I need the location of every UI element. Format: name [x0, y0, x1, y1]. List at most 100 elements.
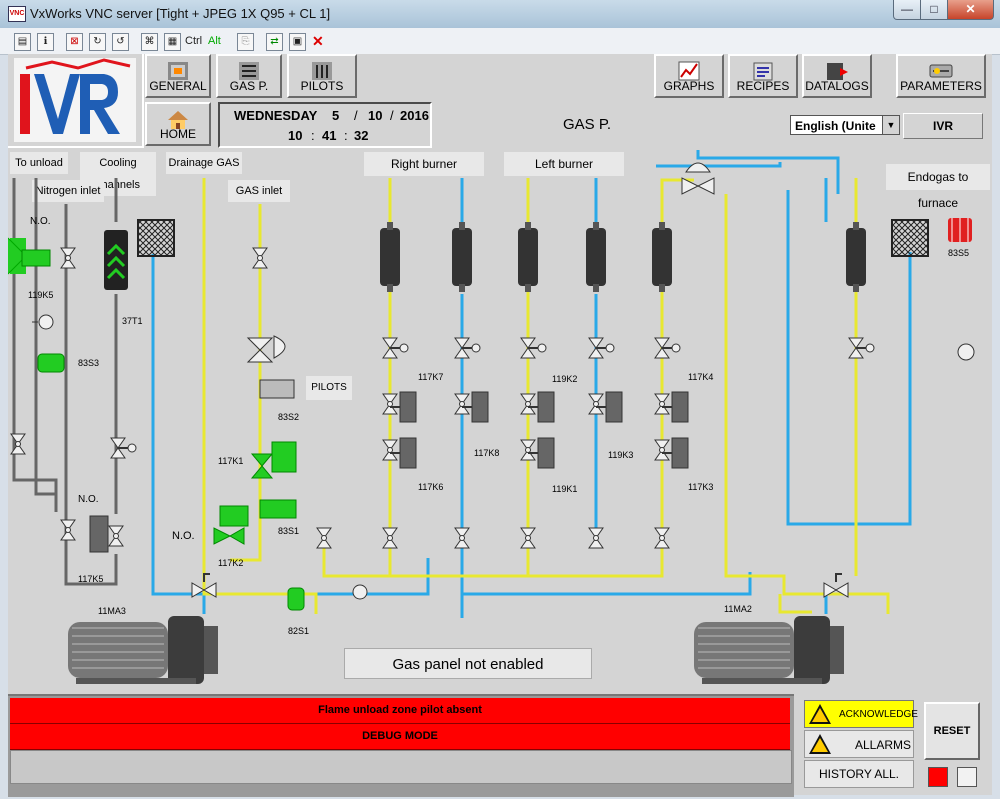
tag-no: N.O. — [172, 530, 195, 542]
alarms-label: ALLARMS — [855, 738, 912, 752]
label-to-unload: To unload — [10, 152, 68, 174]
recipes-icon — [753, 62, 773, 81]
datalogs-button[interactable]: DATALOGS — [802, 54, 872, 98]
tag-119k5: 119K5 — [28, 290, 54, 300]
close-button[interactable]: ✕ — [947, 0, 994, 20]
tag-117k8: 117K8 — [474, 448, 500, 458]
alt-key-button[interactable]: Alt — [208, 35, 221, 47]
language-value: English (Unite — [795, 119, 876, 133]
language-select[interactable]: English (Unite ▼ — [790, 115, 900, 135]
connection-info-icon[interactable]: ℹ — [37, 33, 54, 51]
gas-panel-label: GAS P. — [229, 79, 269, 93]
general-button[interactable]: GENERAL — [145, 54, 211, 98]
tag-83s1: 83S1 — [278, 526, 300, 536]
maximize-button[interactable]: □ — [920, 0, 948, 20]
tag-119k2: 119K2 — [552, 374, 578, 384]
acknowledge-label: ACKNOWLEDGE — [839, 709, 918, 720]
time-hours: 10 — [288, 128, 303, 143]
ctrl-key-button[interactable]: Ctrl — [185, 35, 203, 47]
tag-83s5: 83S5 — [948, 248, 970, 258]
home-icon — [168, 111, 188, 129]
status-message: Gas panel not enabled — [344, 648, 592, 679]
ivr-logo-graphic — [14, 58, 136, 142]
title-bar: VNC VxWorks VNC server [Tight + JPEG 1X … — [0, 0, 1000, 28]
weekday: WEDNESDAY — [234, 108, 318, 123]
label-endogas: Endogas to furnace — [886, 164, 990, 210]
label-right-burner: Right burner — [364, 152, 484, 176]
fullscreen-icon[interactable]: ⊠ — [66, 33, 83, 51]
date-year: 2016 — [400, 108, 429, 123]
date-month: 10 — [368, 108, 383, 123]
time-sep: : — [344, 128, 348, 143]
time-sep: : — [311, 128, 315, 143]
tag-37t1: 37T1 — [122, 316, 143, 326]
transfer-files-icon[interactable]: ⇄ — [266, 33, 283, 51]
parameters-button[interactable]: PARAMETERS — [896, 54, 986, 98]
general-icon — [168, 62, 188, 80]
tag-117k1: 117K1 — [218, 456, 244, 466]
gas-piping-diagram — [8, 150, 975, 685]
datalogs-label: DATALOGS — [805, 79, 869, 93]
label-pilots: PILOTS — [306, 376, 352, 400]
vnc-toolbar: ▤ ℹ ⊠ ↻ ↺ ⌘ ▦ Ctrl Alt ⎘ ⇄ ▣ ✕ — [0, 28, 1000, 55]
graphs-icon — [678, 61, 700, 81]
tag-117k7: 117K7 — [418, 372, 444, 382]
save-icon[interactable]: ▣ — [289, 33, 306, 51]
options-icon[interactable]: ▤ — [14, 33, 31, 51]
alarms-button[interactable]: ALLARMS — [804, 730, 914, 758]
tag-117k5: 117K5 — [78, 574, 104, 584]
graphs-button[interactable]: GRAPHS — [654, 54, 724, 98]
refresh-icon[interactable]: ↻ — [89, 33, 106, 51]
label-drainage-gas: Drainage GAS — [166, 152, 242, 174]
label-gas-inlet: GAS inlet — [228, 180, 290, 202]
alarm-led-inactive — [957, 767, 977, 787]
pilots-label: PILOTS — [300, 79, 344, 93]
window-title: VxWorks VNC server [Tight + JPEG 1X Q95 … — [30, 6, 331, 21]
tag-117k4: 117K4 — [688, 372, 714, 382]
send-ctrl-alt-del-icon[interactable]: ⌘ — [141, 33, 158, 51]
gas-panel-icon — [239, 62, 259, 80]
warning-icon — [809, 704, 831, 724]
chevron-down-icon[interactable]: ▼ — [882, 116, 899, 134]
reset-button[interactable]: RESET — [924, 702, 980, 760]
vnc-app-icon: VNC — [8, 6, 26, 22]
alarm-row-empty — [10, 750, 792, 784]
tag-11ma2: 11MA2 — [724, 604, 752, 614]
acknowledge-button[interactable]: ACKNOWLEDGE — [804, 700, 918, 728]
gas-panel-button[interactable]: GAS P. — [216, 54, 282, 98]
minimize-button[interactable]: — — [893, 0, 921, 20]
alarm-led-active — [928, 767, 948, 787]
tag-117k2: 117K2 — [218, 558, 244, 568]
label-nitrogen-inlet: Nitrogen inlet — [32, 180, 104, 202]
home-button[interactable]: HOME — [145, 102, 211, 146]
tag-11ma3: 11MA3 — [98, 606, 126, 616]
recipes-label: RECIPES — [736, 79, 790, 93]
copy-icon[interactable]: ⎘ — [237, 33, 254, 51]
time-minutes: 41 — [322, 128, 337, 143]
disconnect-icon[interactable]: ✕ — [312, 33, 324, 49]
date-sep: / — [354, 108, 358, 123]
pilots-button[interactable]: PILOTS — [287, 54, 357, 98]
request-update-icon[interactable]: ↺ — [112, 33, 129, 51]
general-label: GENERAL — [149, 79, 207, 93]
alarm-row[interactable]: DEBUG MODE — [10, 724, 790, 750]
tag-83s3: 83S3 — [78, 358, 100, 368]
date-time-display: WEDNESDAY 5 / 10 / 2016 10 : 41 : 32 — [218, 102, 432, 148]
history-all-button[interactable]: HISTORY ALL. — [804, 760, 914, 788]
tag-no: N.O. — [30, 216, 51, 227]
tag-no: N.O. — [78, 494, 99, 505]
date-day: 5 — [332, 108, 340, 123]
tag-117k6: 117K6 — [418, 482, 444, 492]
alarm-controls: ACKNOWLEDGE ALLARMS HISTORY ALL. RESET — [794, 694, 992, 795]
user-indicator: IVR — [903, 113, 983, 139]
tag-119k1: 119K1 — [552, 484, 578, 494]
alarm-panel: Flame unload zone pilot absent DEBUG MOD… — [8, 694, 794, 797]
gas-panel-screen: GENERAL GAS P. PILOTS HOME WEDNESDAY 5 /… — [8, 54, 992, 797]
start-menu-icon[interactable]: ▦ — [164, 33, 181, 51]
home-label: HOME — [160, 127, 196, 141]
alarm-row[interactable]: Flame unload zone pilot absent — [10, 698, 790, 724]
tag-82s1: 82S1 — [288, 626, 310, 636]
recipes-button[interactable]: RECIPES — [728, 54, 798, 98]
date-sep: / — [390, 108, 394, 123]
